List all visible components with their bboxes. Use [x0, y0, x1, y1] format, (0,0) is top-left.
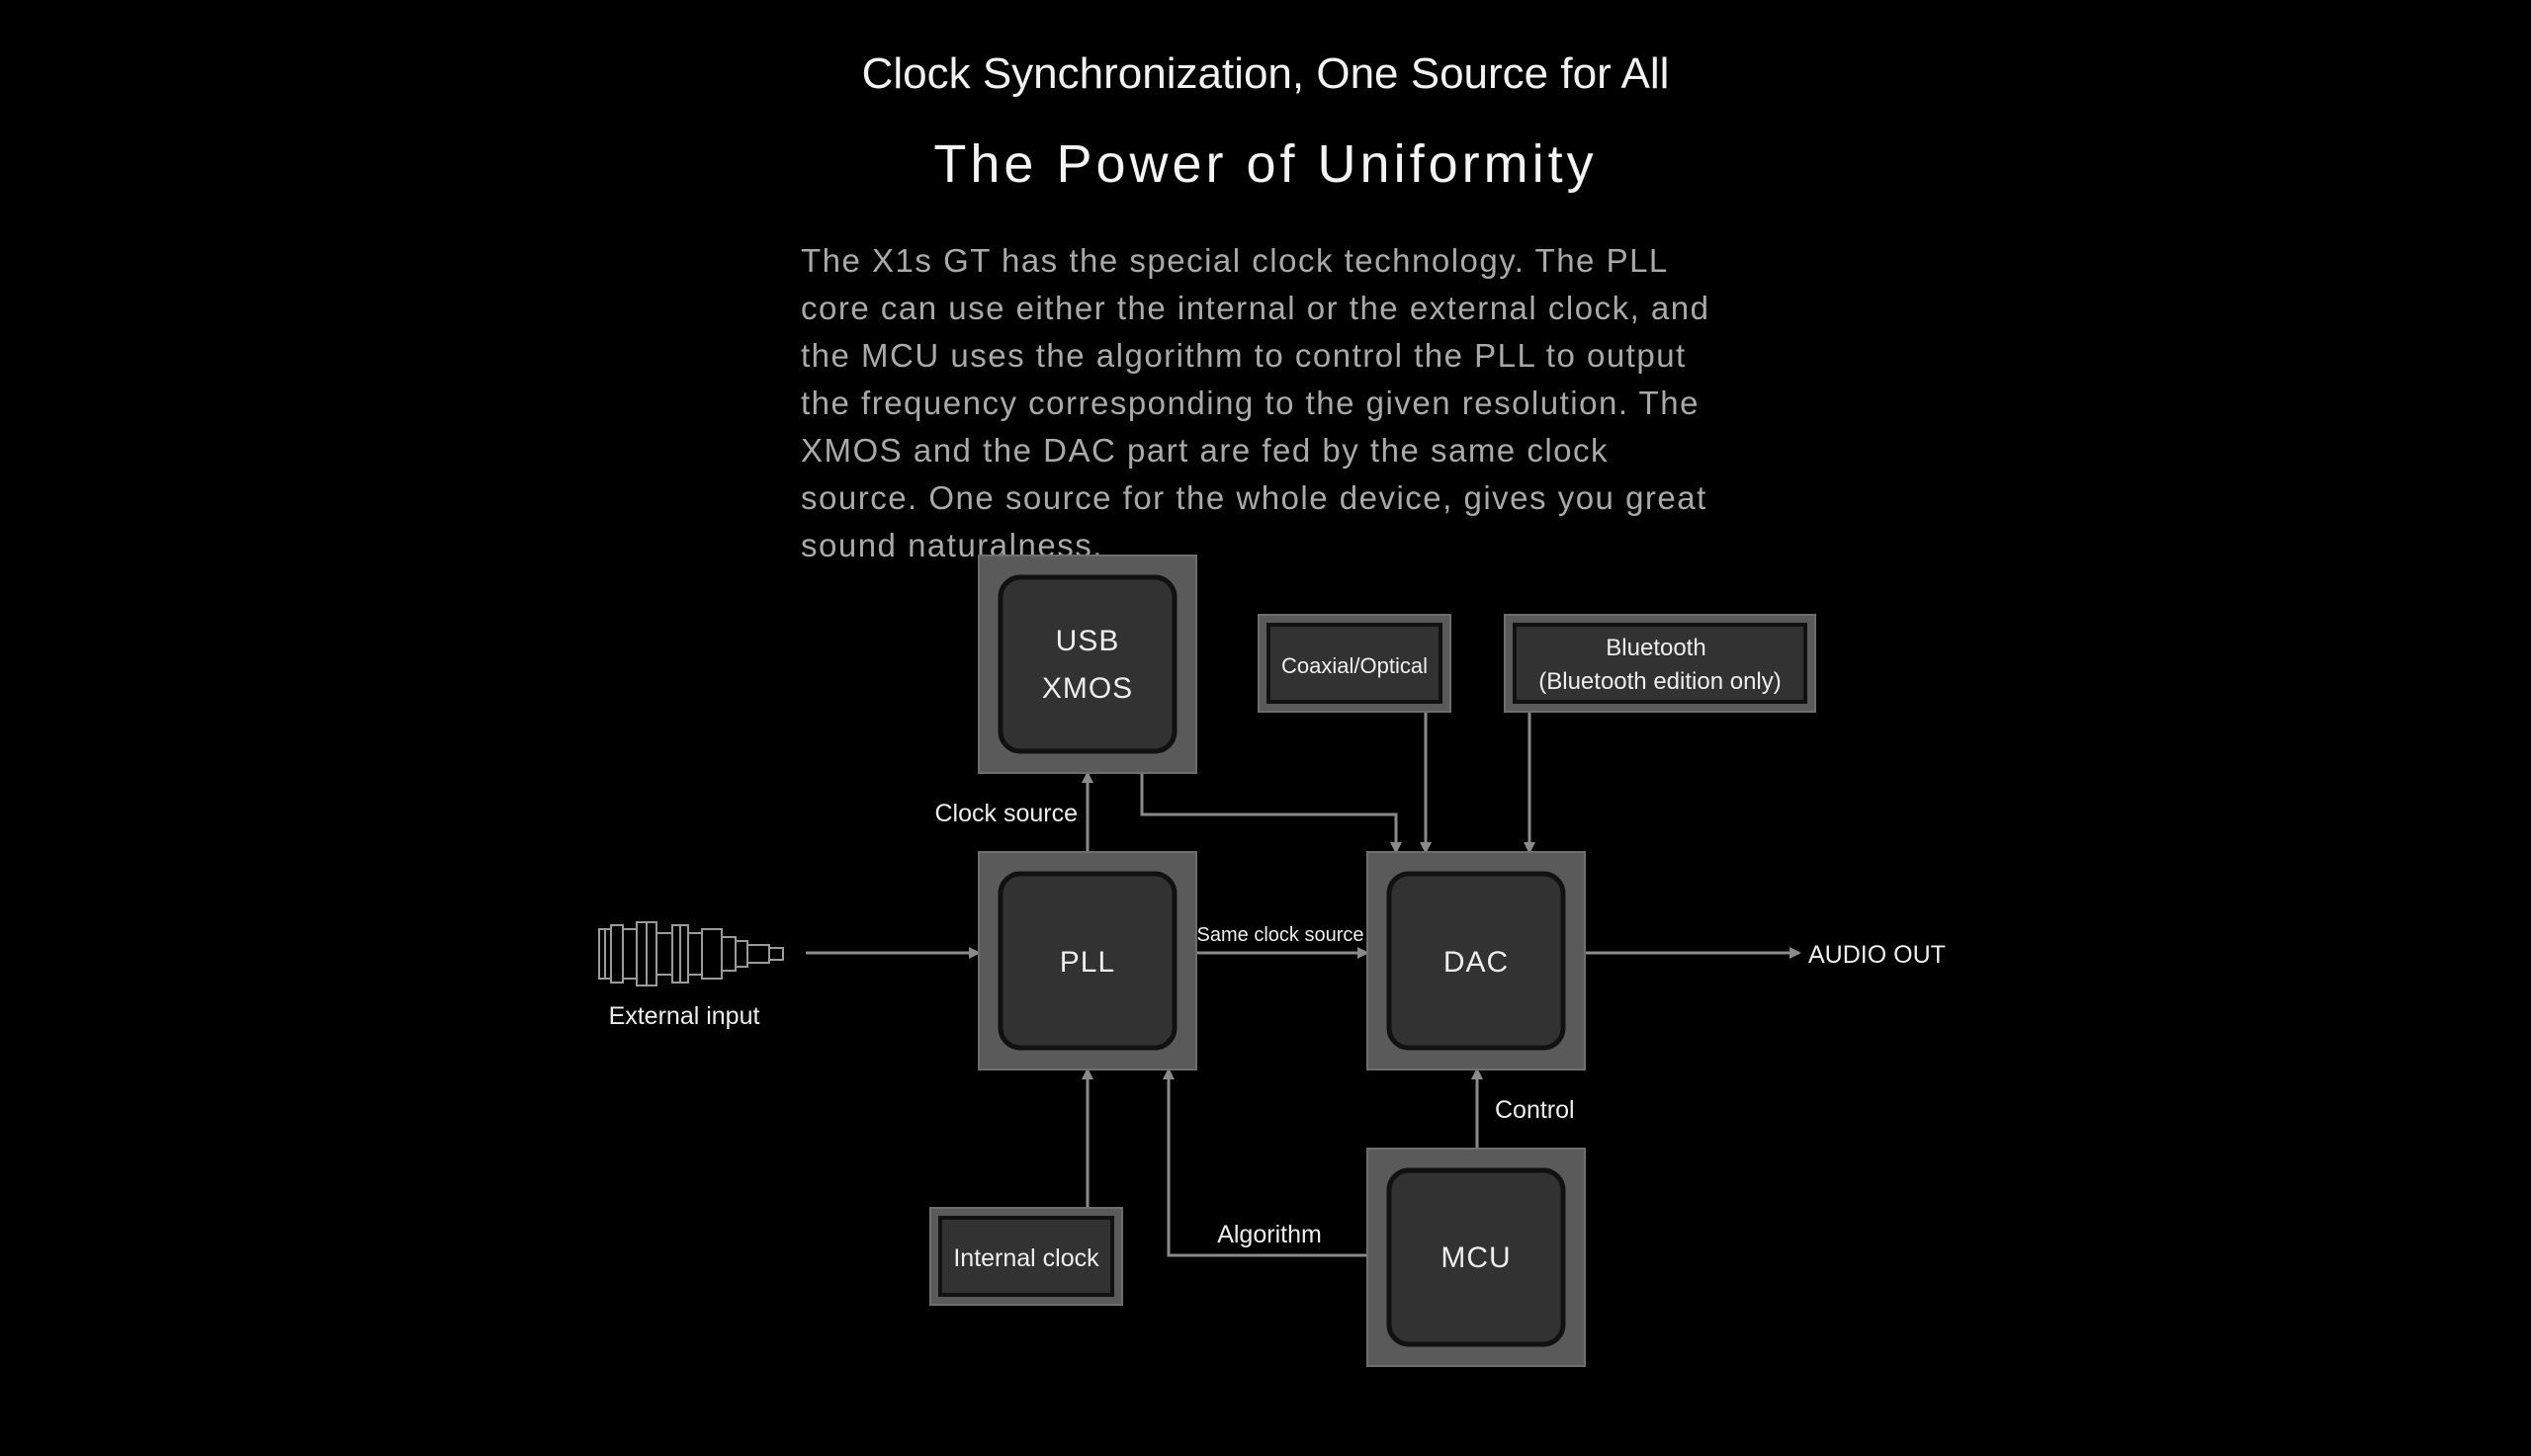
algorithm-label: Algorithm [1217, 1221, 1322, 1248]
external-input-label: External input [609, 1002, 760, 1030]
connector-icon [598, 921, 784, 986]
mcu-chip: MCU [1366, 1148, 1586, 1367]
bluetooth-label: Bluetooth [1606, 635, 1705, 661]
pll-chip: PLL [978, 851, 1197, 1071]
audio-out-label: AUDIO OUT [1808, 941, 1946, 969]
internal-clock-box: Internal clock [929, 1207, 1123, 1306]
dac-chip: DAC [1366, 851, 1586, 1071]
pll-label: PLL [1060, 946, 1115, 979]
page-subtitle: The Power of Uniformity [933, 134, 1598, 194]
usb-xmos-chip: USB XMOS [978, 555, 1197, 774]
same-clock-source-label: Same clock source [1197, 924, 1364, 946]
coaxial-optical-box: Coaxial/Optical [1258, 614, 1451, 713]
description-text: The X1s GT has the special clock technol… [801, 242, 1710, 563]
arrow-mcu-to-pll [1163, 1068, 1367, 1257]
xmos-label: XMOS [1042, 672, 1133, 705]
usb-label: USB [1056, 625, 1120, 657]
mcu-label: MCU [1440, 1242, 1511, 1274]
control-label: Control [1495, 1096, 1575, 1124]
bluetooth-box: Bluetooth (Bluetooth edition only) [1504, 614, 1816, 713]
arrow-xmos-to-dac [1140, 773, 1402, 854]
dac-label: DAC [1443, 946, 1509, 979]
coaxial-optical-label: Coaxial/Optical [1281, 653, 1428, 678]
page-title: Clock Synchronization, One Source for Al… [861, 49, 1670, 98]
bluetooth-edition-label: (Bluetooth edition only) [1538, 668, 1781, 695]
clock-source-label: Clock source [935, 800, 1079, 827]
internal-clock-label: Internal clock [953, 1244, 1099, 1272]
